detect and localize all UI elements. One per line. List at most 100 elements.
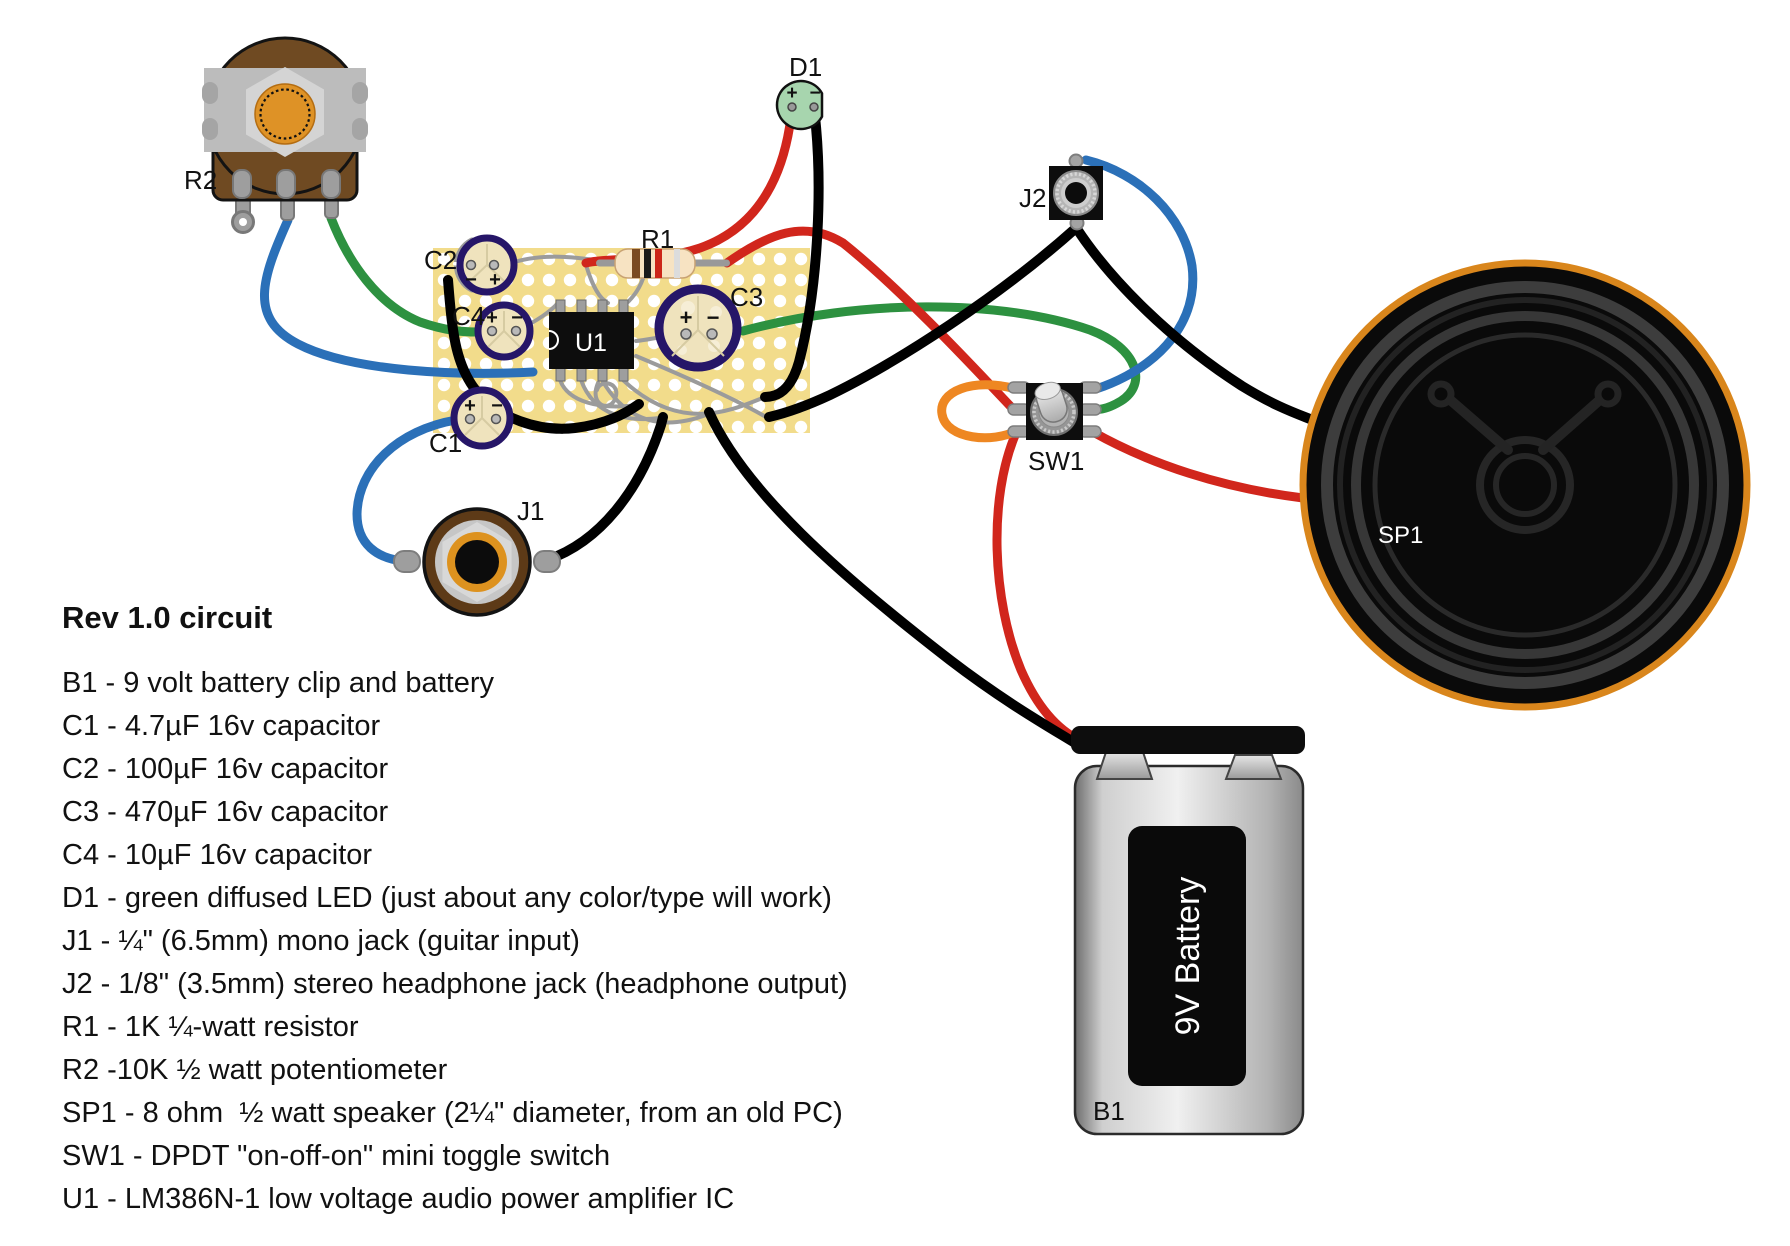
wires xyxy=(260,103,1320,753)
parts-list-item: J2 - 1/8" (3.5mm) stereo headphone jack … xyxy=(62,968,848,1000)
r2-tabs xyxy=(232,169,341,199)
speaker-ring-2 xyxy=(1337,297,1713,673)
lead-u1-fan-5 xyxy=(634,354,768,419)
c1-plus-sign: + xyxy=(464,395,476,417)
r1-bands xyxy=(632,249,680,278)
d1-pin-cathode xyxy=(809,102,819,112)
parts-list-item: C1 - 4.7µF 16v capacitor xyxy=(62,710,381,742)
d1-body xyxy=(775,79,824,131)
lead-curl xyxy=(593,381,619,408)
speaker-dustcap-inner xyxy=(1493,453,1557,517)
u1-pin xyxy=(555,299,566,314)
u1-notch xyxy=(548,330,559,350)
parts-list-item: C3 - 470µF 16v capacitor xyxy=(62,796,389,828)
wire-sw1-to-battery xyxy=(992,428,1086,746)
led-d1: + − xyxy=(775,79,824,131)
u1-pin xyxy=(555,367,566,382)
wire-sw1-jumper xyxy=(937,380,1021,443)
resistor-r1 xyxy=(596,248,730,279)
label-sp1: SP1 xyxy=(1378,522,1424,549)
j1-lug-left xyxy=(393,550,421,573)
wire-sw1-to-speaker xyxy=(1088,427,1308,503)
sw1-lever-top xyxy=(1034,381,1061,401)
parts-list-title: Rev 1.0 circuit xyxy=(62,600,273,635)
u1-pin xyxy=(576,299,587,314)
d1-minus-sign: − xyxy=(809,83,820,104)
wire-j2-to-sw1 xyxy=(1081,155,1198,394)
label-b1: B1 xyxy=(1093,1096,1125,1126)
wire-d1-cathode-to-board xyxy=(760,103,824,402)
label-r2: R2 xyxy=(184,165,218,195)
parts-list-item: C2 - 100µF 16v capacitor xyxy=(62,753,389,785)
label-c3: C3 xyxy=(730,282,764,312)
battery-clip-bar xyxy=(1071,726,1305,754)
speaker-lug-arm-left xyxy=(1443,393,1513,455)
r2-knob-knurl xyxy=(259,88,311,140)
j2-ring-knurl xyxy=(1055,172,1097,214)
r2-tab xyxy=(232,169,252,199)
label-j1: J1 xyxy=(517,496,545,526)
parts-list-item: J1 - ¼" (6.5mm) mono jack (guitar input) xyxy=(62,925,580,957)
c3-pin-neg xyxy=(706,328,718,340)
label-c1: C1 xyxy=(429,428,463,458)
label-r1: R1 xyxy=(641,224,675,254)
label-c2: C2 xyxy=(424,245,458,275)
wire-c1-to-j1 xyxy=(352,415,461,566)
r2-shaft-knob xyxy=(254,83,316,145)
speaker-lug-right xyxy=(1594,380,1622,408)
c3-pin-pos xyxy=(680,328,692,340)
ic-u1 xyxy=(548,299,634,382)
c3-plus-sign: + xyxy=(680,305,693,330)
c4-crimp xyxy=(487,311,521,348)
jack-j1 xyxy=(393,507,561,617)
wire-j2-to-speaker xyxy=(1072,224,1320,426)
sw1-terminals xyxy=(1007,381,1102,438)
c2-minus-sign: − xyxy=(465,269,477,291)
battery-label xyxy=(1128,826,1246,1086)
lead-u1-fan-4 xyxy=(621,378,762,416)
battery-label-text: 9V Battery xyxy=(1169,877,1207,1036)
speaker-lug-arm-right xyxy=(1538,393,1607,455)
speaker-cone-edge xyxy=(1372,332,1678,638)
c1-minus-sign: − xyxy=(491,395,503,417)
capacitor-c2: − + xyxy=(456,234,518,296)
r2-leg-ring-hole xyxy=(239,218,247,226)
c4-pin-neg xyxy=(510,325,522,337)
c3-crimp xyxy=(671,296,725,357)
wire-j1-to-board xyxy=(542,412,668,565)
parts-list-item: D1 - green diffused LED (just about any … xyxy=(62,882,832,914)
sw1-lever xyxy=(1034,381,1068,423)
parts-list: Rev 1.0 circuit B1 - 9 volt battery clip… xyxy=(62,600,848,1221)
c1-crimp xyxy=(464,396,500,436)
r1-band-tolerance xyxy=(674,249,680,278)
jack-j2 xyxy=(1049,153,1103,231)
c3-minus-sign: − xyxy=(707,305,720,330)
c2-plus-sign: + xyxy=(489,269,501,291)
r2-tab xyxy=(321,169,341,199)
battery-b1: 9V Battery xyxy=(1071,726,1305,1136)
c4-minus-sign: − xyxy=(511,307,523,329)
capacitor-c1: + − xyxy=(450,386,514,450)
battery-terminal-left xyxy=(1095,751,1154,780)
label-c4: C4 xyxy=(452,301,486,331)
u1-package xyxy=(549,312,634,369)
d1-pin-anode xyxy=(787,102,797,112)
j1-lug-right xyxy=(533,550,561,573)
c4-pin-pos xyxy=(486,325,498,337)
r1-band-brown xyxy=(632,249,640,278)
r1-lead-left xyxy=(596,259,620,267)
j2-terminal-top xyxy=(1068,153,1084,169)
u1-pin xyxy=(618,367,629,382)
wire-board-to-battery xyxy=(704,407,1088,753)
c1-pin-pos xyxy=(464,413,476,425)
parts-list-item: R1 - 1K ¼-watt resistor xyxy=(62,1011,359,1043)
speaker-lug-left xyxy=(1427,380,1455,408)
j2-bore xyxy=(1065,182,1087,204)
potentiometer-r2 xyxy=(202,36,368,234)
parts-list-item: R2 -10K ½ watt potentiometer xyxy=(62,1054,448,1086)
c2-pin-pos xyxy=(488,259,500,271)
parts-list-item: B1 - 9 volt battery clip and battery xyxy=(62,667,494,699)
j1-bore xyxy=(455,540,499,584)
